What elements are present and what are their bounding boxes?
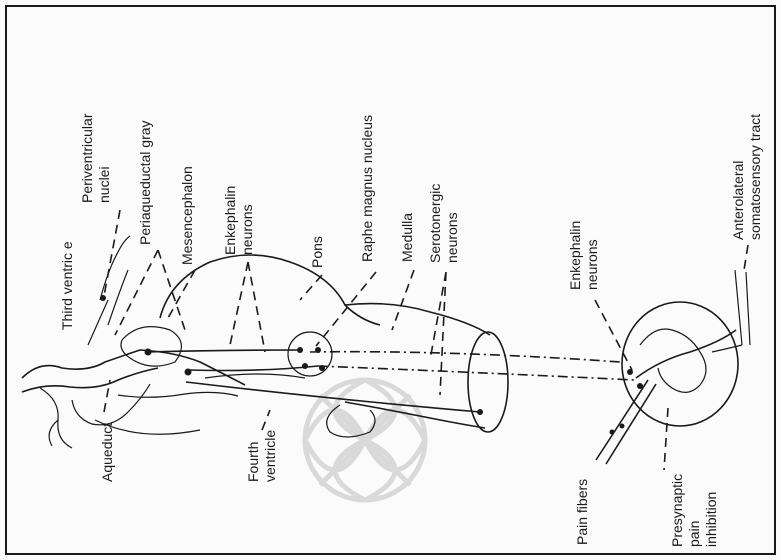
label-medulla: Medulla	[399, 213, 415, 262]
label-serotonergic-neurons: Serotonergic neurons	[427, 180, 460, 263]
pain-fibers-lines	[596, 380, 656, 464]
label-pons: Pons	[309, 236, 325, 268]
watermark-ornament	[305, 380, 425, 500]
label-fourth-ventricle: Fourth ventricle	[245, 430, 278, 482]
neuron-dots	[100, 295, 643, 415]
neuron-pathways	[146, 330, 736, 412]
label-enkephalin-neurons-cord: Enkephalin neurons	[567, 217, 600, 290]
label-third-ventricle: Third ventric e	[59, 241, 75, 330]
label-aqueduct: Aqueduct	[99, 423, 115, 482]
label-enkephalin-neurons-top: Enkephalin neurons	[222, 182, 255, 255]
spinal-cord	[622, 270, 750, 426]
label-mesencephalon: Mesencephalon	[179, 166, 195, 265]
label-anterolateral-tract: Anterolateral somatosensory tract	[730, 114, 763, 240]
brain-outline	[22, 236, 508, 448]
label-periventricular-nuclei-line1: Periventricular	[79, 113, 95, 203]
label-periventricular-nuclei-line2: nuclei	[96, 166, 112, 203]
label-periaqueductal-gray: Periaqueductal gray	[137, 120, 153, 245]
label-presynaptic-pain-inhibition: Presynaptic pain inhibition	[669, 470, 719, 547]
label-periventricular-nuclei: Periventricular nuclei	[79, 110, 112, 203]
label-raphe-magnus-nucleus: Raphe magnus nucleus	[359, 115, 375, 262]
label-pain-fibers: Pain fibers	[574, 479, 590, 545]
